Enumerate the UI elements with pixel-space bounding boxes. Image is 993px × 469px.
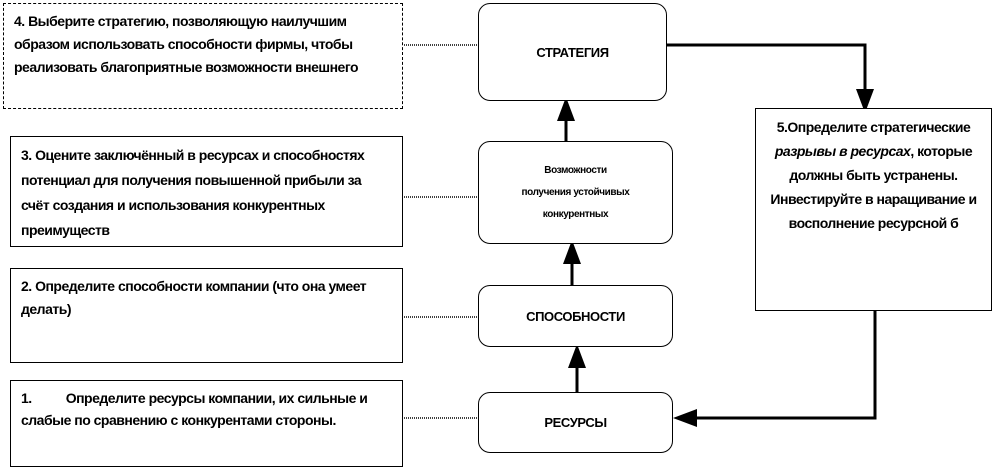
step-4-box: 4. Выберите стратегию, позволяющую наилу…: [3, 3, 403, 109]
node-opportunities-label: Возможности получения устойчивых конкуре…: [521, 164, 630, 220]
node-resources: РЕСУРСЫ: [478, 392, 673, 453]
step-1-text: Определите ресурсы компании, их сильные …: [21, 390, 368, 428]
step-3-box: 3. Оцените заключённый в ресурсах и спос…: [10, 136, 403, 247]
step-2-text: 2. Определите способности компании (что …: [21, 278, 367, 317]
step-5-text-a: 5.Определите стратегические: [776, 119, 971, 135]
step-1-number: 1.: [21, 390, 32, 406]
step-5-text-b: , которые должны быть устранены. Инвести…: [770, 143, 977, 231]
step-2-box: 2. Определите способности компании (что …: [10, 268, 403, 363]
dotted-links: [402, 44, 478, 419]
arrow-strategy-to-gaps: [666, 43, 874, 113]
node-strategy-label: СТРАТЕГИЯ: [536, 44, 609, 60]
node-opportunities: Возможности получения устойчивых конкуре…: [478, 141, 673, 244]
node-capabilities-label: СПОСОБНОСТИ: [526, 308, 625, 324]
step-4-text: 4. Выберите стратегию, позволяющую наилу…: [14, 13, 359, 75]
arrow-gaps-to-resources: [673, 311, 877, 427]
node-resources-label: РЕСУРСЫ: [544, 415, 607, 430]
step-5-box: 5.Определите стратегические разрывы в ре…: [755, 108, 992, 311]
step-5-emphasis: разрывы в ресурсах: [774, 143, 911, 159]
step-1-box: 1.Определите ресурсы компании, их сильны…: [10, 380, 403, 467]
step-3-text: 3. Оцените заключённый в ресурсах и спос…: [21, 147, 365, 238]
node-strategy: СТРАТЕГИЯ: [478, 3, 667, 101]
node-capabilities: СПОСОБНОСТИ: [478, 285, 673, 347]
